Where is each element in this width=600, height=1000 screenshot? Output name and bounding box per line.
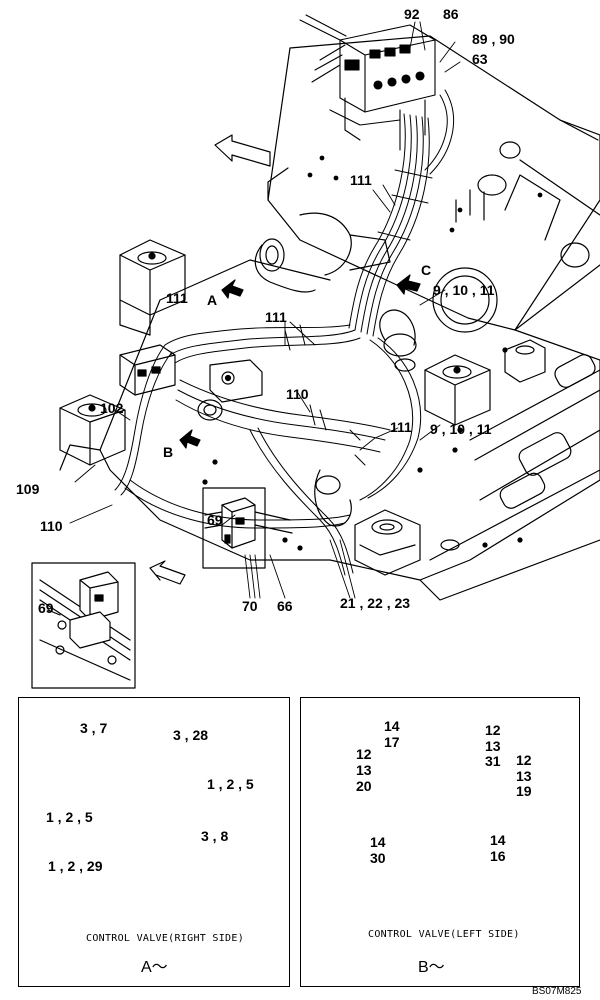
label-89-90: 89 , 90 bbox=[472, 31, 515, 47]
detail-a-label-1-2-29: 1 , 2 , 29 bbox=[48, 858, 103, 874]
detail-b-label-30: 30 bbox=[370, 850, 386, 866]
valve-box-69 bbox=[202, 487, 293, 569]
mount-left-bottom bbox=[59, 394, 126, 466]
mount-left-top bbox=[119, 239, 186, 336]
label-102: 102 bbox=[100, 400, 124, 416]
detail-b-view: B～ bbox=[418, 959, 445, 976]
detail-a-label-3-7: 3 , 7 bbox=[80, 720, 108, 736]
detail-b-label-16: 16 bbox=[490, 848, 506, 864]
label-92: 92 bbox=[404, 6, 420, 22]
label-110-left: 110 bbox=[40, 518, 63, 534]
detail-b-label-19: 19 bbox=[516, 783, 532, 799]
label-86: 86 bbox=[443, 6, 459, 22]
detail-a-label-1-2-5-right: 1 , 2 , 5 bbox=[207, 776, 254, 792]
detail-b-label-12-b: 12 bbox=[356, 746, 372, 762]
detail-b-label-31: 31 bbox=[485, 753, 501, 769]
label-9-10-11-a: 9 , 10 , 11 bbox=[433, 282, 495, 298]
detail-a-label-3-28: 3 , 28 bbox=[173, 727, 209, 743]
leader-lines bbox=[69, 21, 461, 599]
drawing-code: BS07M825 bbox=[532, 986, 582, 997]
label-69-inset: 69 bbox=[38, 600, 54, 616]
swivel-fittings bbox=[197, 212, 417, 527]
detail-b-label-17: 17 bbox=[384, 734, 400, 750]
label-a: A bbox=[207, 292, 218, 308]
detail-b-label-13-a: 13 bbox=[485, 738, 501, 754]
label-111-right: 111 bbox=[390, 419, 412, 435]
label-70: 70 bbox=[242, 598, 258, 614]
upper-frame bbox=[267, 35, 600, 331]
label-111-a: 111 bbox=[166, 290, 188, 306]
detail-b-panel bbox=[300, 697, 580, 987]
detail-b-caption: CONTROL VALVE(LEFT SIDE) bbox=[368, 929, 520, 940]
detail-b-label-12-c: 12 bbox=[516, 752, 532, 768]
mount-right-bottom bbox=[354, 509, 421, 576]
solenoid-block-left bbox=[119, 344, 263, 403]
detail-a-view: A～ bbox=[141, 959, 168, 976]
mount-right-mid bbox=[424, 339, 546, 426]
detail-b-label-13-c: 13 bbox=[516, 768, 532, 784]
label-21-22-23: 21 , 22 , 23 bbox=[340, 595, 411, 611]
detail-a-panel bbox=[18, 697, 290, 987]
label-9-10-11-b: 9 , 10 , 11 bbox=[430, 421, 492, 437]
detail-b-label-12-a: 12 bbox=[485, 722, 501, 738]
label-c: C bbox=[421, 262, 432, 278]
label-111-mid: 111 bbox=[265, 309, 287, 325]
direction-arrows bbox=[149, 134, 421, 585]
detail-b-label-14-left: 14 bbox=[370, 834, 386, 850]
hose-bundle-main bbox=[114, 89, 454, 576]
label-109: 109 bbox=[16, 481, 40, 497]
label-63: 63 bbox=[472, 51, 488, 67]
detail-b-label-13-b: 13 bbox=[356, 762, 372, 778]
inset-detail bbox=[31, 562, 136, 689]
detail-a-caption: CONTROL VALVE(RIGHT SIDE) bbox=[86, 933, 245, 944]
label-111-top: 111 bbox=[350, 172, 372, 188]
label-b: B bbox=[163, 444, 174, 460]
detail-a-label-3-8: 3 , 8 bbox=[201, 828, 229, 844]
detail-b-label-14-top: 14 bbox=[384, 718, 400, 734]
label-66: 66 bbox=[277, 598, 293, 614]
label-110-mid: 110 bbox=[286, 386, 309, 402]
detail-a-label-1-2-5-left: 1 , 2 , 5 bbox=[46, 809, 93, 825]
control-valve-top bbox=[299, 14, 436, 151]
detail-b-label-14-right: 14 bbox=[490, 832, 506, 848]
label-69-main: 69 bbox=[207, 512, 223, 528]
detail-b-label-20: 20 bbox=[356, 778, 372, 794]
